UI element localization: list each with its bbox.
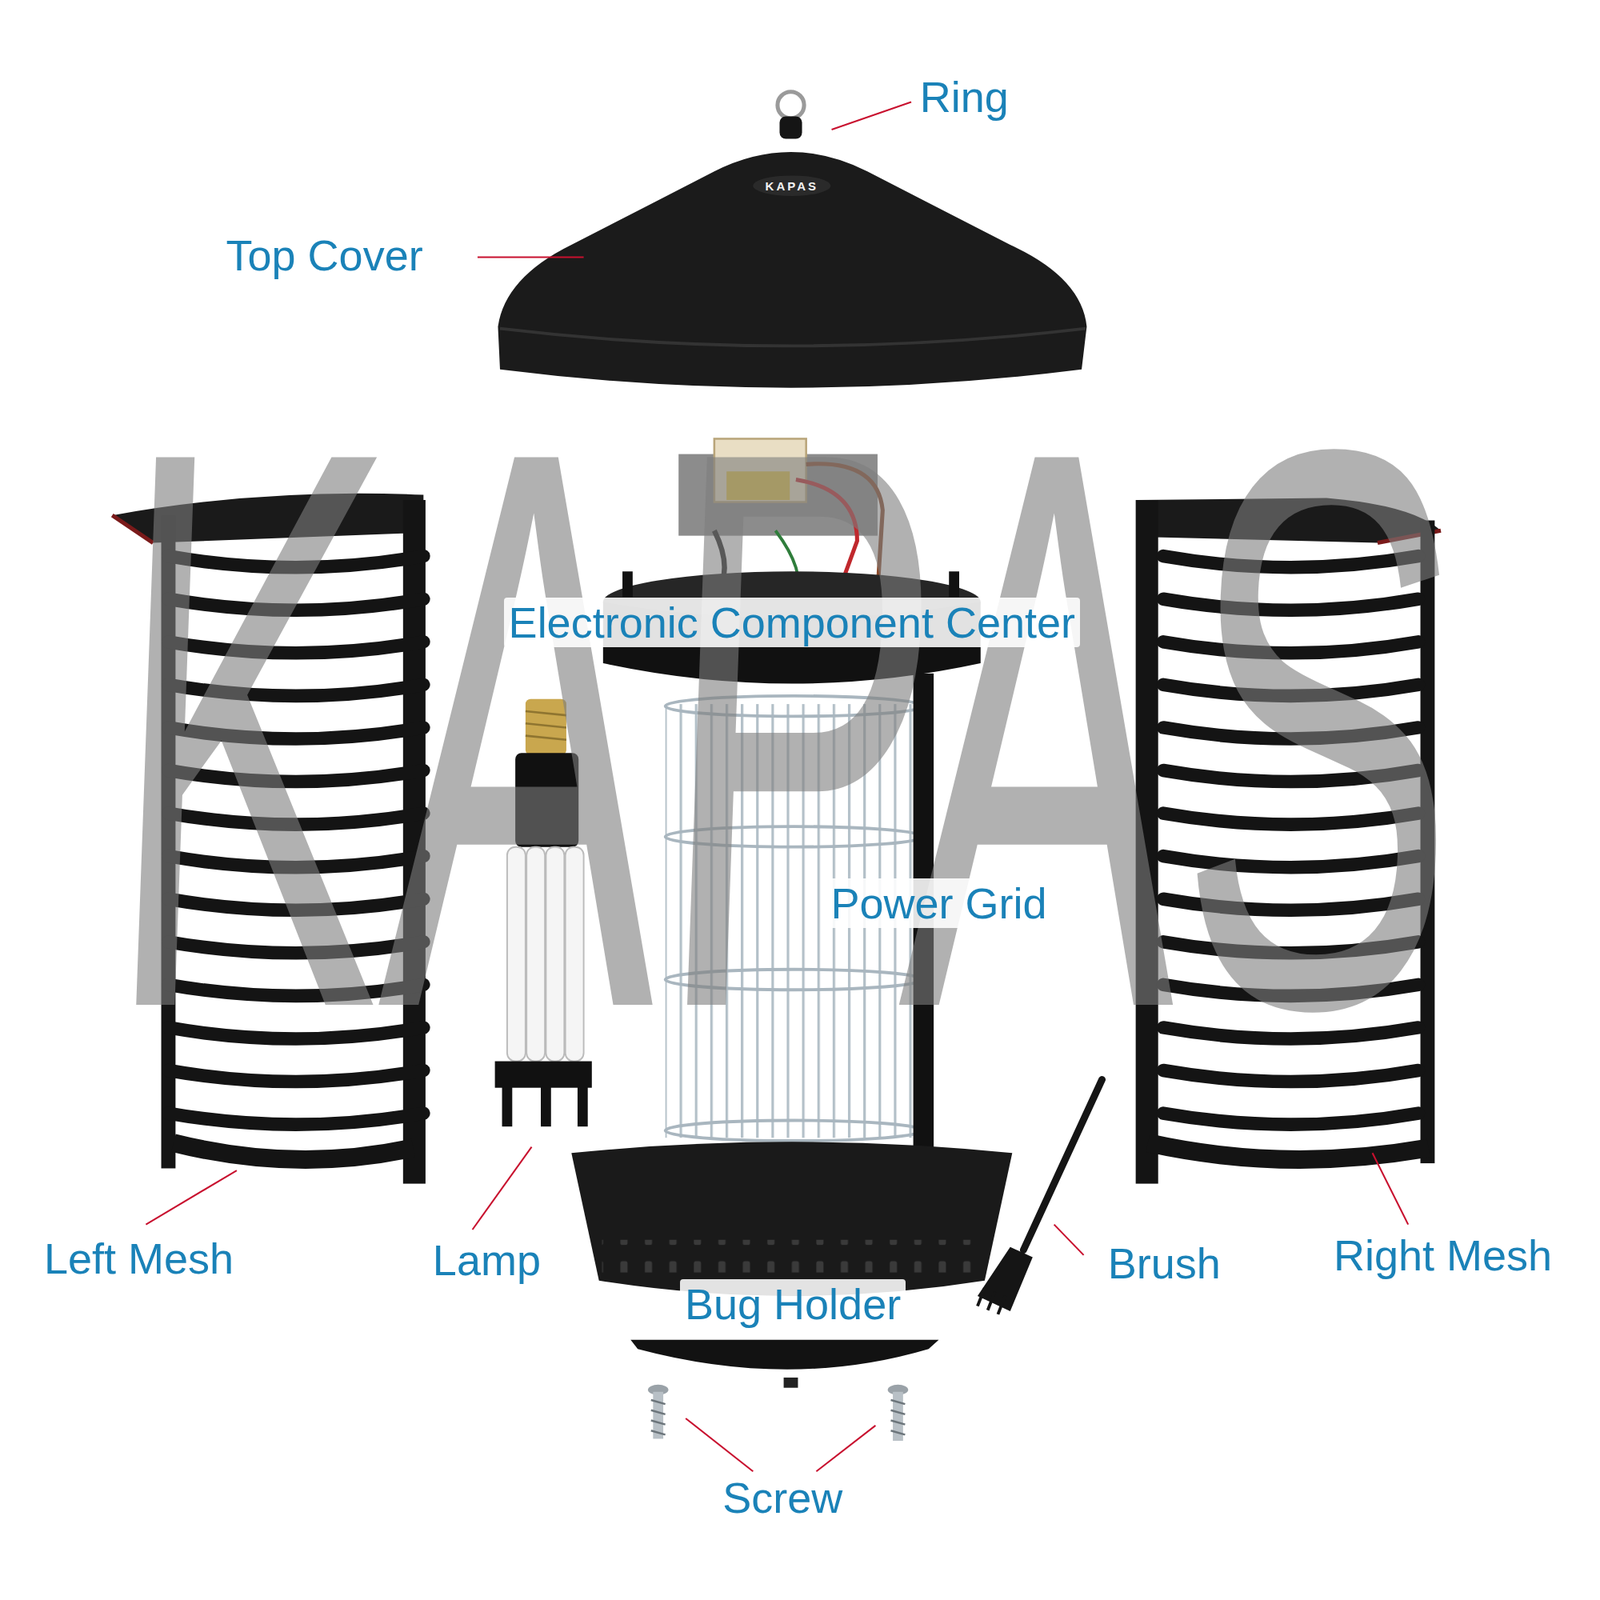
watermark: KAPAS: [97, 331, 1474, 1128]
part-label: Bug Holder: [680, 1279, 906, 1329]
part-label: Brush: [1103, 1238, 1226, 1288]
part-label: Lamp: [428, 1235, 546, 1285]
part-label: Screw: [717, 1472, 848, 1523]
brand-logo: KAPAS: [765, 179, 819, 193]
part-label: Left Mesh: [39, 1233, 239, 1284]
part-label: Ring: [915, 72, 1014, 122]
part-label: Electronic Component Center: [504, 597, 1080, 648]
part-label: Power Grid: [825, 878, 1052, 928]
part-label: Top Cover: [221, 230, 428, 280]
part-label: Right Mesh: [1328, 1230, 1557, 1280]
